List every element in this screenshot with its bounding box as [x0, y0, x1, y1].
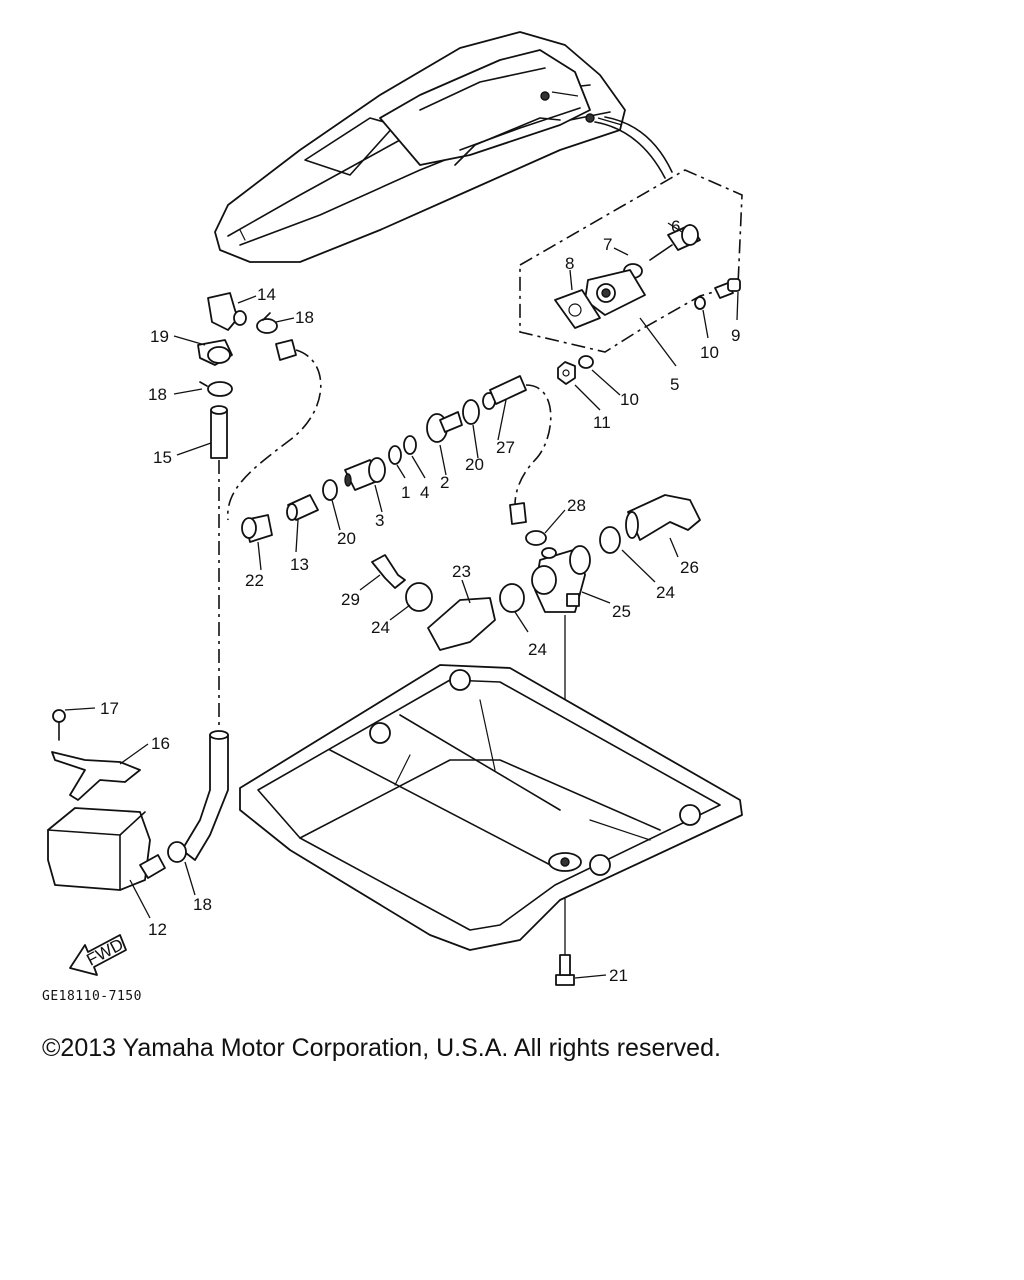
drain-plug-part — [649, 224, 701, 261]
tank-part — [47, 807, 166, 891]
callout-labels: 1 2 3 4 5 6 7 8 9 10 10 11 12 13 14 15 1… — [100, 217, 740, 985]
screw-part — [52, 709, 66, 741]
hull-illustration — [214, 31, 673, 263]
callout-24b: 24 — [371, 618, 390, 637]
fitting-part — [344, 457, 386, 491]
hose-path — [227, 349, 322, 521]
elbow-hose-part — [427, 597, 496, 651]
clamp-part — [405, 582, 433, 612]
callout-9: 9 — [731, 326, 740, 345]
callout-11: 11 — [593, 413, 611, 432]
callout-28: 28 — [567, 496, 586, 515]
valve-part — [531, 545, 591, 613]
hose-part — [181, 734, 229, 861]
callout-25: 25 — [612, 602, 631, 621]
fwd-label: FWD — [83, 935, 126, 970]
elbow-fitting-part — [207, 292, 247, 331]
clamp-part — [167, 841, 187, 863]
callout-29: 29 — [341, 590, 360, 609]
hose-part — [275, 339, 297, 361]
callout-22: 22 — [245, 571, 264, 590]
callout-6: 6 — [671, 217, 680, 236]
callout-18c: 18 — [193, 895, 212, 914]
parts-diagram: FWD — [42, 31, 743, 1004]
washer-part — [403, 435, 417, 455]
callout-18a: 18 — [295, 308, 314, 327]
callout-24c: 24 — [528, 640, 547, 659]
diagram-code: GE18110-7150 — [42, 989, 142, 1004]
callout-3: 3 — [375, 511, 384, 530]
callout-17: 17 — [100, 699, 119, 718]
washer-part — [388, 445, 402, 465]
callout-15: 15 — [153, 448, 172, 467]
clamp-part — [462, 399, 480, 425]
gasket-part — [554, 289, 601, 329]
hose-part — [210, 409, 228, 459]
clamp-part — [599, 526, 621, 554]
callout-8: 8 — [565, 254, 574, 273]
hose-part — [241, 514, 273, 543]
callout-23: 23 — [452, 562, 471, 581]
nut-part — [557, 361, 576, 385]
callout-4: 4 — [420, 483, 429, 502]
callout-18b: 18 — [148, 385, 167, 404]
callout-2: 2 — [440, 473, 449, 492]
callout-1: 1 — [401, 483, 410, 502]
bracket-part — [51, 751, 141, 801]
callout-12: 12 — [148, 920, 167, 939]
callout-14: 14 — [257, 285, 276, 304]
callout-5: 5 — [670, 375, 679, 394]
callout-7: 7 — [603, 235, 612, 254]
callout-16: 16 — [151, 734, 170, 753]
holder-part — [197, 339, 233, 366]
elbow-hose-part — [627, 494, 701, 541]
clamp-part — [322, 479, 338, 501]
fitting-part — [426, 411, 463, 443]
washer-part — [694, 296, 706, 310]
hose-path — [514, 384, 552, 506]
clip-part — [371, 554, 406, 589]
clamp-part — [525, 530, 547, 546]
callout-10b: 10 — [620, 390, 639, 409]
callout-21: 21 — [609, 966, 628, 985]
washer-part — [578, 355, 594, 369]
leader-lines — [64, 222, 739, 979]
callout-10a: 10 — [700, 343, 719, 362]
fwd-arrow-icon: FWD — [69, 934, 127, 976]
clamp-part — [499, 583, 525, 613]
callout-27: 27 — [496, 438, 515, 457]
engine-bed-illustration — [239, 664, 743, 951]
callout-26: 26 — [680, 558, 699, 577]
callout-24a: 24 — [656, 583, 675, 602]
clamp-part — [256, 312, 278, 334]
hose-part — [482, 375, 527, 410]
clamp-part — [199, 381, 233, 397]
hose-part — [509, 502, 527, 525]
screw-part — [714, 278, 741, 299]
hose-part — [286, 494, 319, 521]
callout-19: 19 — [150, 327, 169, 346]
callout-20b: 20 — [465, 455, 484, 474]
callout-13: 13 — [290, 555, 309, 574]
group-outline — [519, 169, 743, 353]
copyright-notice: ©2013 Yamaha Motor Corporation, U.S.A. A… — [42, 1034, 721, 1062]
callout-20a: 20 — [337, 529, 356, 548]
bolt-part — [555, 954, 575, 986]
